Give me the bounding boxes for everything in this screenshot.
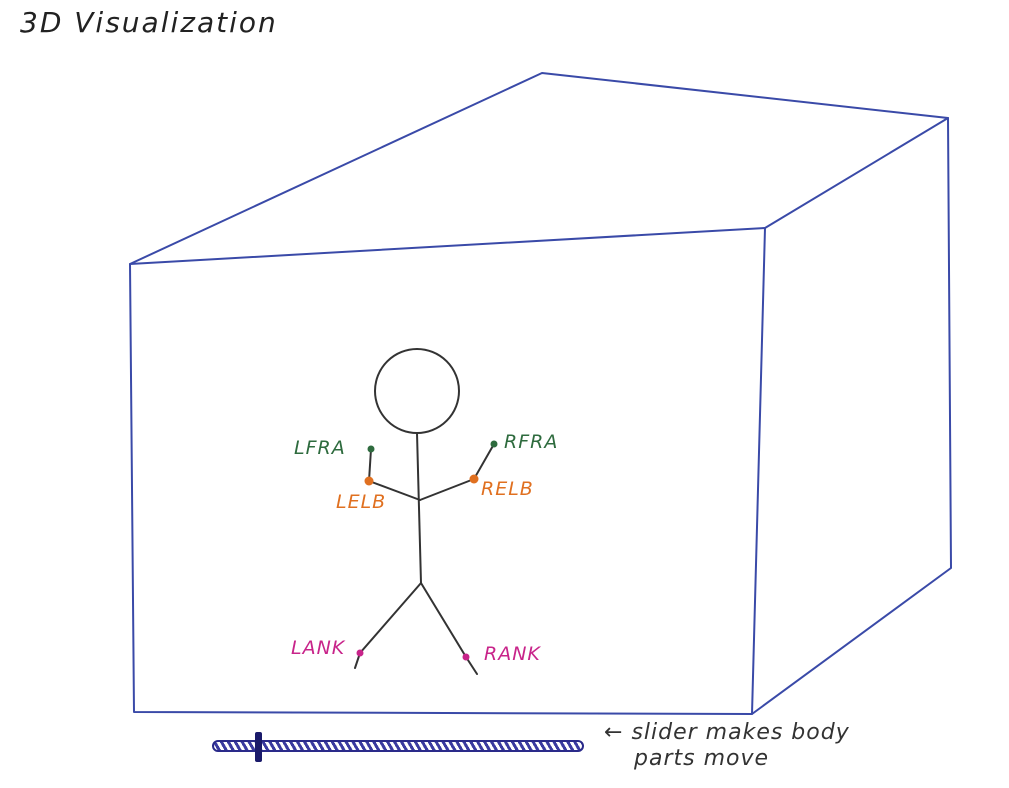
- lfra-marker-dot: [367, 445, 375, 453]
- left-arrow-icon: ←: [604, 720, 624, 745]
- figure-spine: [416, 432, 422, 584]
- markers: [356, 440, 498, 661]
- relb-marker-label: RELB: [481, 478, 534, 500]
- relb-marker-dot: [469, 474, 479, 484]
- rank-marker-label: RANK: [484, 643, 541, 665]
- slider-note: ← slider makes body parts move: [604, 720, 850, 772]
- slider-thumb[interactable]: [255, 732, 263, 762]
- lfra-marker-label: LFRA: [294, 437, 346, 459]
- figure-head: [374, 348, 460, 434]
- lank-marker-label: LANK: [291, 637, 346, 659]
- lelb-marker-dot: [364, 476, 374, 486]
- box-front-face: [129, 227, 766, 715]
- rfra-marker-label: RFRA: [504, 431, 559, 453]
- box-top-face: [129, 72, 949, 265]
- page-title: 3D Visualization: [20, 6, 278, 39]
- box-right-face: [751, 117, 952, 715]
- lank-marker-dot: [356, 649, 364, 657]
- rfra-marker-dot: [490, 440, 498, 448]
- lelb-marker-label: LELB: [336, 491, 387, 513]
- slider-note-line1: slider makes body: [631, 720, 850, 745]
- bounding-box: [129, 72, 952, 715]
- time-slider[interactable]: [212, 732, 584, 762]
- rank-marker-dot: [462, 653, 470, 661]
- slider-note-line2: parts move: [634, 746, 770, 771]
- figure-left-leg: [354, 582, 422, 669]
- figure-right-leg: [420, 582, 478, 675]
